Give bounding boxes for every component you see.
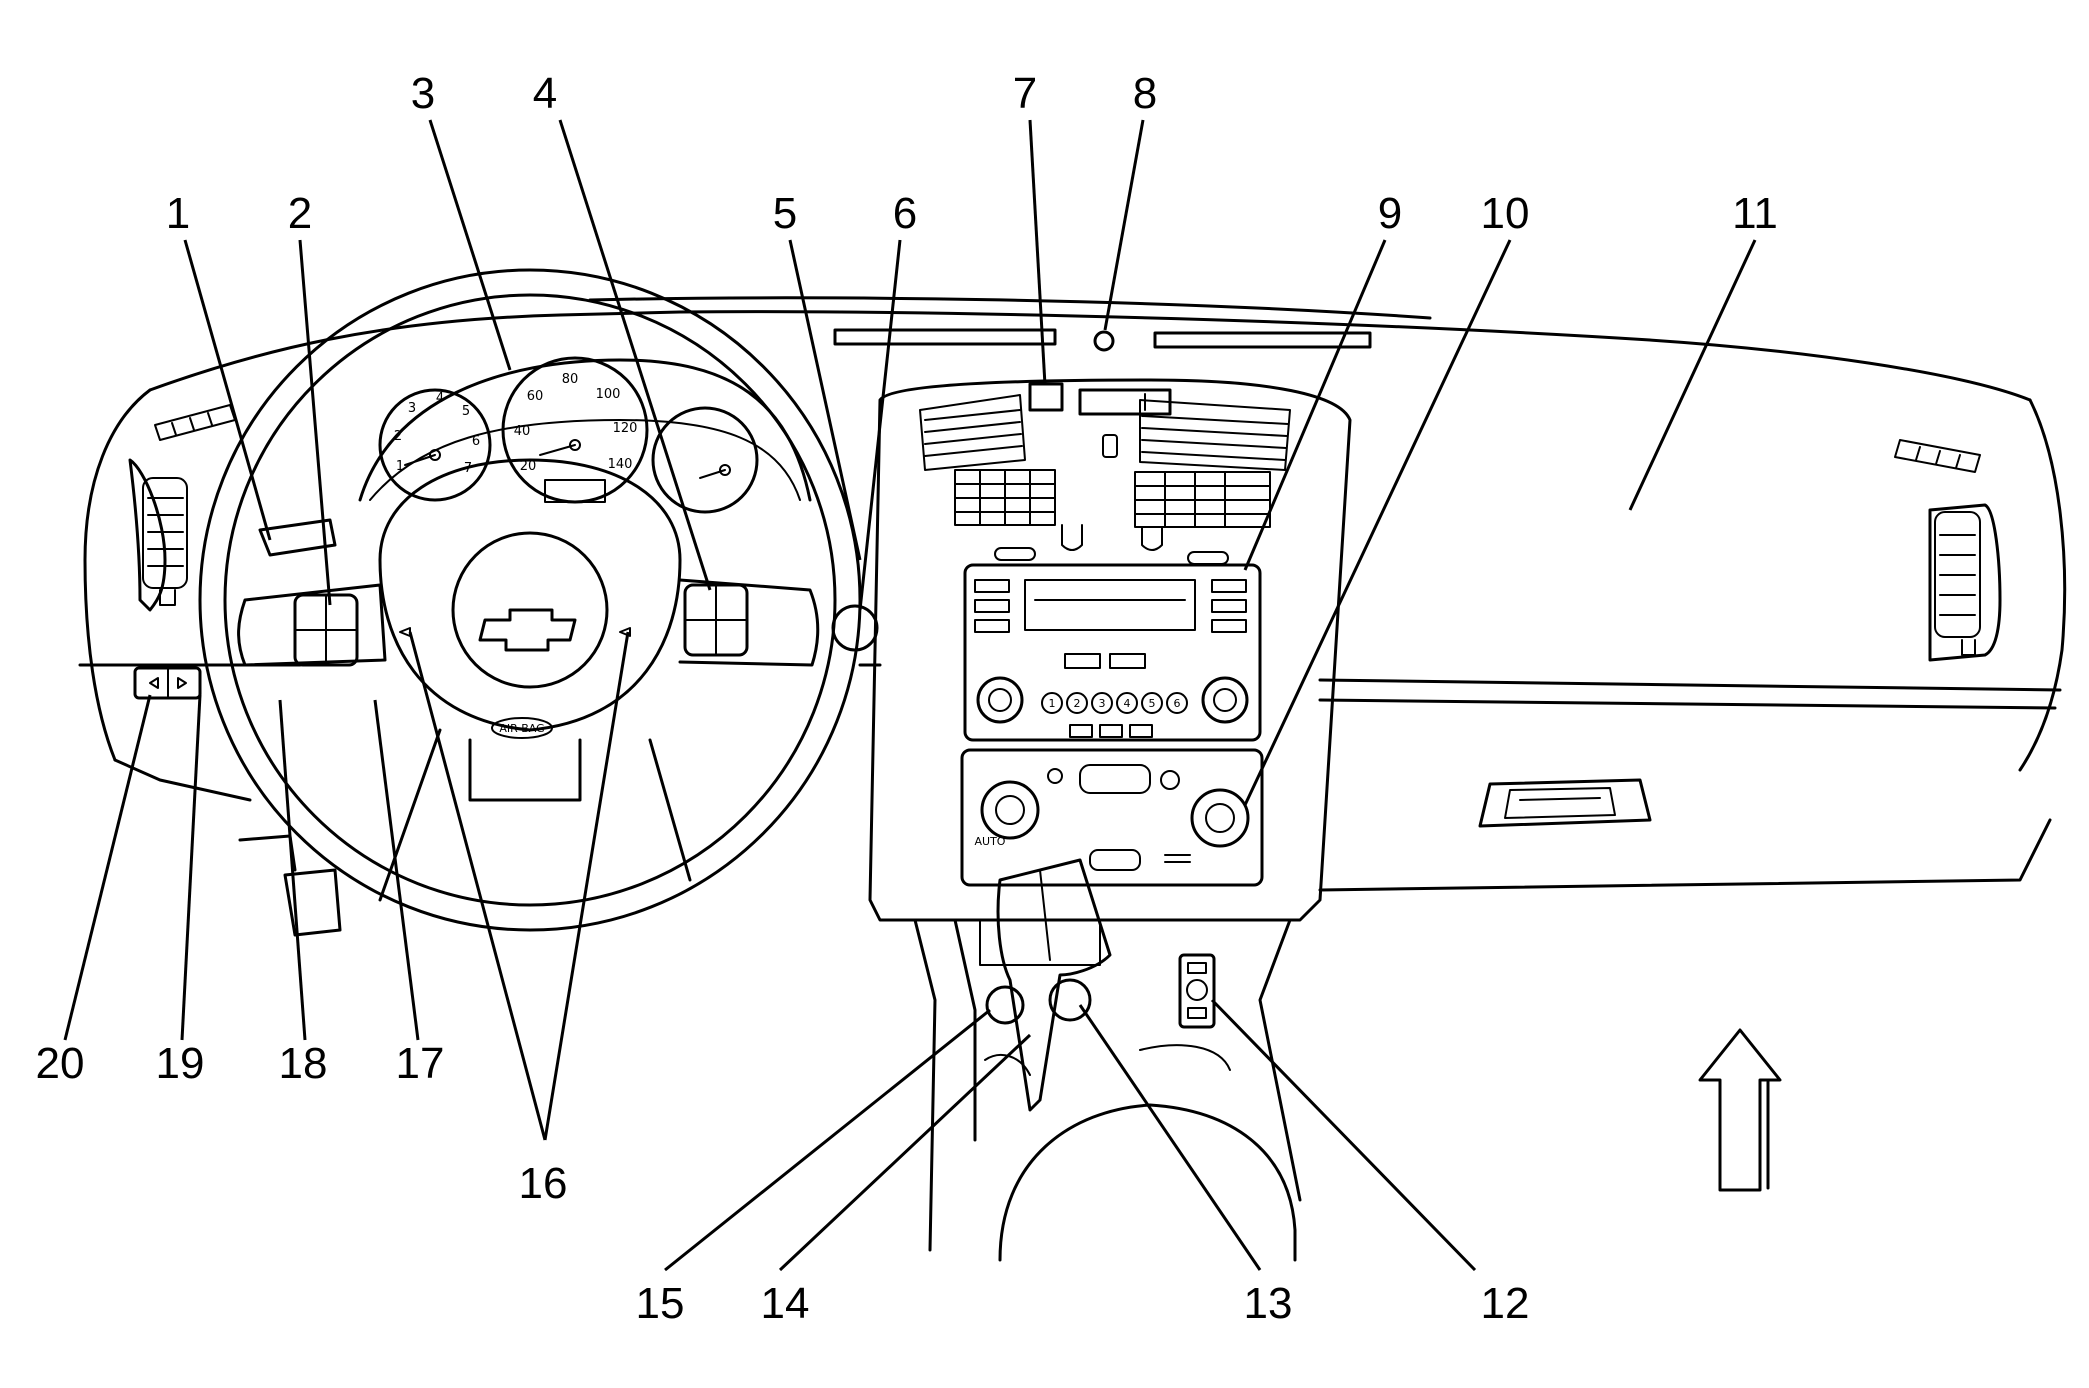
speedo-20: 20	[520, 459, 537, 474]
right-side-vent	[1894, 439, 2002, 662]
left-wheel-controls	[293, 593, 359, 667]
center-vent-right	[1134, 471, 1271, 551]
horn-icon	[619, 627, 631, 637]
ignition-switch	[831, 604, 879, 652]
callout-6: 6	[893, 189, 917, 238]
radio-unit: 1 2 3 4 5 6	[963, 563, 1262, 742]
preset-5: 5	[1149, 697, 1156, 710]
callout-9: 9	[1378, 189, 1402, 238]
arrow-up-icon	[1698, 1028, 1782, 1192]
callout-18: 18	[279, 1039, 328, 1088]
center-vent-left	[954, 469, 1083, 551]
preset-4: 4	[1124, 697, 1131, 710]
tach-6: 6	[472, 434, 480, 449]
airbag-label: AIR BAG	[499, 722, 544, 735]
callout-10: 10	[1481, 189, 1530, 238]
speedometer: 20 40 60 80 100 120 140	[501, 356, 649, 504]
center-console	[913, 858, 1302, 1262]
tach-3: 3	[408, 401, 416, 416]
callout-14: 14	[761, 1279, 810, 1328]
headlamp-switch	[133, 666, 202, 700]
callout-20: 20	[36, 1039, 85, 1088]
preset-1: 1	[1049, 697, 1056, 710]
climate-control: AUTO	[960, 748, 1264, 887]
callout-19: 19	[156, 1039, 205, 1088]
tachometer: 1 2 3 4 5 6 7	[378, 388, 492, 502]
dashboard-body	[78, 296, 2067, 892]
preset-6: 6	[1174, 697, 1181, 710]
airbag-badge	[491, 717, 553, 739]
gear-shifter	[996, 858, 1112, 1112]
callout-13: 13	[1244, 1279, 1293, 1328]
right-wheel-controls	[683, 583, 749, 657]
left-side-vent	[128, 404, 236, 612]
bowtie-logo-icon	[478, 608, 577, 652]
callout-5: 5	[773, 189, 797, 238]
horn-icon	[399, 627, 411, 637]
glove-box	[1478, 778, 1652, 828]
tach-1: 1	[396, 459, 404, 474]
tach-5: 5	[462, 404, 470, 419]
speedo-120: 120	[613, 421, 638, 436]
speedo-100: 100	[596, 387, 621, 402]
power-outlet	[985, 985, 1025, 1025]
speedo-80: 80	[562, 372, 579, 387]
callout-4: 4	[533, 69, 557, 118]
fuel-temp-gauge	[651, 406, 759, 514]
brake-pedal	[283, 868, 342, 937]
speedo-140: 140	[608, 457, 633, 472]
preset-2: 2	[1074, 697, 1081, 710]
tach-4: 4	[436, 391, 444, 406]
callout-12: 12	[1481, 1279, 1530, 1328]
leader-lines	[63, 119, 1757, 1272]
tach-2: 2	[394, 429, 402, 444]
callout-17: 17	[396, 1039, 445, 1088]
turn-signal-lever	[258, 518, 337, 557]
callout-labels: 1 2 3 4 5 6 7 8 9 10 11 12 13 14 15 16 1…	[36, 69, 1778, 1328]
callout-11: 11	[1732, 189, 1778, 238]
steering-wheel: AIR BAG	[198, 268, 862, 932]
center-stack: 1 2 3 4 5 6 AUTO	[833, 328, 1372, 922]
callout-8: 8	[1133, 69, 1157, 118]
speedo-40: 40	[514, 424, 531, 439]
callout-1: 1	[166, 189, 190, 238]
console-dial	[1048, 978, 1092, 1022]
callout-2: 2	[288, 189, 312, 238]
callout-16: 16	[519, 1159, 568, 1208]
preset-3: 3	[1099, 697, 1106, 710]
callout-15: 15	[636, 1279, 685, 1328]
speedo-60: 60	[527, 389, 544, 404]
callout-3: 3	[411, 69, 435, 118]
callout-7: 7	[1013, 69, 1037, 118]
climate-auto-label: AUTO	[975, 835, 1006, 848]
pedal-bracket	[238, 834, 297, 872]
console-switch	[1178, 953, 1216, 1029]
